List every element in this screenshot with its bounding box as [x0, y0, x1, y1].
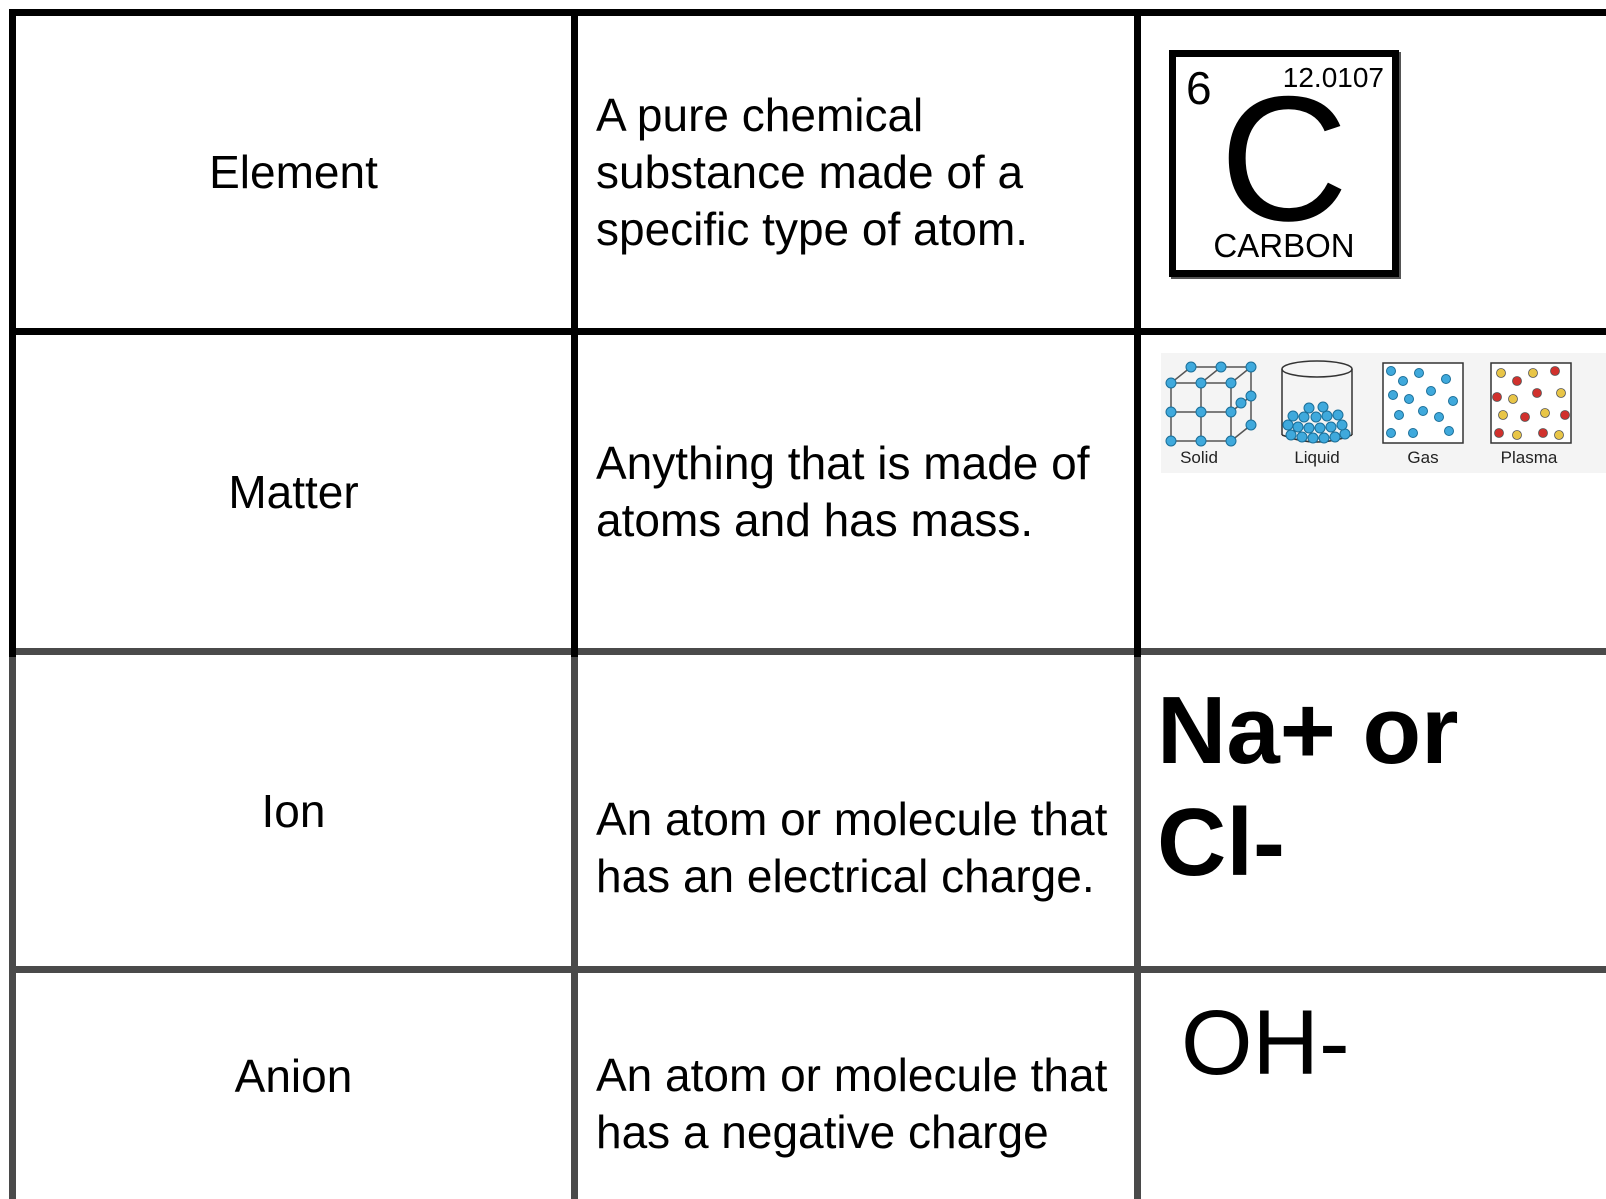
table-border-top: [9, 9, 1606, 16]
definition-cell-ion: An atom or molecule that has an electric…: [578, 655, 1134, 966]
element-name: CARBON: [1213, 227, 1355, 264]
term-text: Element: [209, 146, 378, 198]
row-divider-2: [9, 648, 1606, 655]
liquid-beaker-icon: [1281, 360, 1353, 444]
state-label-gas: Gas: [1407, 448, 1438, 467]
term-text: Ion: [261, 784, 326, 837]
gas-box-icon: [1382, 362, 1464, 444]
term-text: Matter: [228, 465, 359, 518]
solid-particles: [1165, 361, 1257, 447]
definition-cell-element: A pure chemical substance made of a spec…: [578, 16, 1134, 328]
element-tile: 6 12.0107 C CARBON: [1169, 50, 1399, 277]
term-cell-anion: Anion: [16, 973, 571, 1199]
definition-cell-matter: Anything that is made of atoms and has m…: [578, 335, 1134, 648]
state-label-solid: Solid: [1180, 448, 1218, 467]
column-divider-2: [1134, 9, 1141, 1199]
term-cell-element: Element: [16, 16, 571, 328]
term-cell-matter: Matter: [16, 335, 571, 648]
example-cell-matter: Solid Liquid Gas Plasma: [1141, 335, 1606, 648]
term-cell-ion: Ion: [16, 655, 571, 966]
column-divider-1: [571, 9, 578, 1199]
states-of-matter-diagram: Solid Liquid Gas Plasma: [1161, 353, 1606, 473]
state-label-plasma: Plasma: [1501, 448, 1558, 467]
definition-cell-anion: An atom or molecule that has a negative …: [578, 973, 1134, 1199]
state-label-liquid: Liquid: [1294, 448, 1339, 467]
plasma-box-icon: [1490, 362, 1572, 444]
row-divider-3: [9, 966, 1606, 973]
atomic-mass: 12.0107: [1282, 62, 1384, 93]
atomic-number: 6: [1186, 62, 1212, 114]
term-text: Anion: [234, 1050, 353, 1102]
ion-example-text: Na+ or Cl-: [1157, 677, 1459, 896]
definition-text: A pure chemical substance made of a spec…: [596, 88, 1029, 255]
element-symbol: C: [1219, 59, 1349, 258]
example-cell-anion: OH-: [1141, 973, 1606, 1199]
anion-example-text: OH-: [1181, 992, 1350, 1094]
table-border-left: [9, 9, 16, 1199]
example-cell-element: 6 12.0107 C CARBON: [1141, 16, 1606, 328]
row-divider-1: [9, 328, 1606, 335]
definition-text: An atom or molecule that has an electric…: [596, 792, 1108, 902]
definition-text: An atom or molecule that has a negative …: [596, 1049, 1108, 1158]
example-cell-ion: Na+ or Cl-: [1141, 655, 1606, 966]
definition-text: Anything that is made of atoms and has m…: [596, 436, 1090, 546]
